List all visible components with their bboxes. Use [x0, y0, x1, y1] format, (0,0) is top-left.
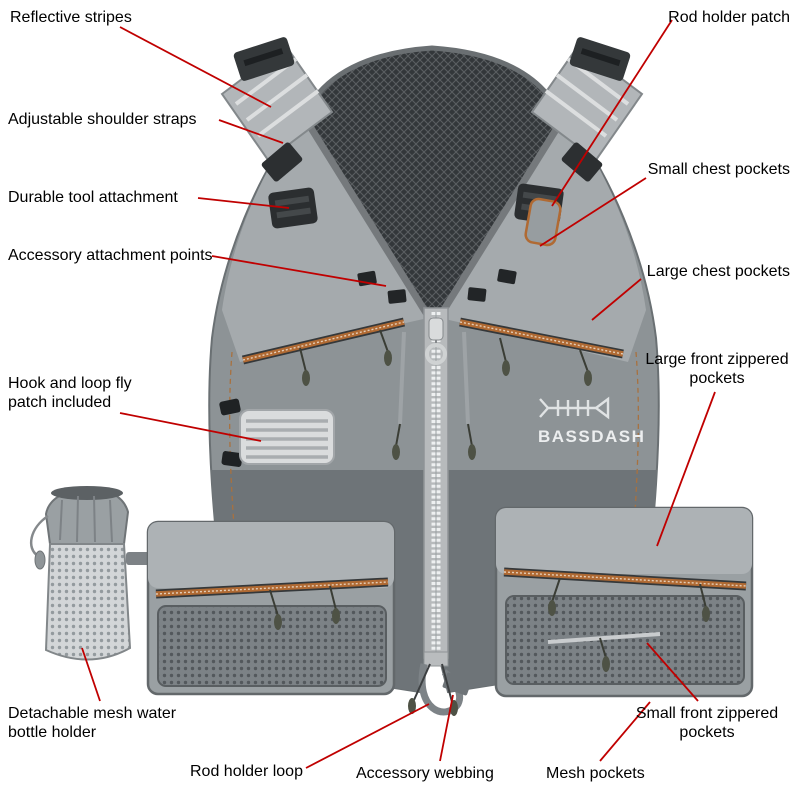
- accessory-attachment-points: [357, 268, 517, 304]
- leader-large-chest-pockets: [591, 278, 642, 321]
- left-front-pocket: [146, 520, 396, 696]
- leader-reflective-stripes: [119, 26, 272, 108]
- cord-toggle: [34, 550, 46, 570]
- reflective-stripe: [256, 89, 320, 138]
- reflective-stripe: [245, 73, 309, 122]
- left-tool-attachment: [268, 187, 318, 229]
- leader-mesh-pockets: [599, 701, 651, 762]
- callout-rod-holder-loop: Rod holder loop: [190, 763, 303, 780]
- leader-small-chest-pockets: [539, 177, 647, 247]
- water-bottle-holder: [29, 486, 150, 661]
- rod-holder-patch: [524, 197, 562, 247]
- callout-rod-holder-patch: Rod holder patch: [668, 9, 790, 26]
- callout-small-chest-pockets: Small chest pockets: [647, 161, 790, 178]
- brand-logo: BASSDASH: [538, 396, 645, 446]
- bottom-center-details: [408, 651, 472, 716]
- right-strap-triglide: [561, 142, 603, 182]
- bottle-attach-strap: [126, 552, 150, 565]
- leader-small-front-zippered-pockets: [646, 642, 699, 702]
- right-shoulder-strap: [530, 37, 644, 182]
- callout-durable-tool-attachment: Durable tool attachment: [8, 189, 178, 206]
- brand-text: BASSDASH: [538, 427, 645, 446]
- leader-hook-and-loop-fly-patch: [119, 412, 262, 442]
- callout-mesh-pockets: Mesh pockets: [546, 765, 645, 782]
- leader-rod-holder-patch: [551, 19, 673, 207]
- left-strap-triglide: [261, 142, 303, 182]
- fly-patch: [219, 398, 335, 467]
- drawstring-cord: [29, 514, 49, 558]
- main-zipper: [423, 307, 449, 659]
- right-chest-zipper: [459, 317, 624, 386]
- leader-large-front-zippered-pockets: [656, 391, 716, 547]
- right-mesh-pocket: [505, 595, 745, 685]
- small-front-zipper: [547, 632, 661, 644]
- neck-binding-left: [303, 118, 431, 318]
- right-front-pocket: [494, 506, 754, 698]
- leader-adjustable-shoulder-straps: [218, 119, 284, 144]
- reflective-stripe: [544, 89, 608, 138]
- callout-adjustable-shoulder-straps: Adjustable shoulder straps: [8, 111, 197, 128]
- left-mesh-pocket: [157, 605, 387, 687]
- callout-detachable-mesh-water-bottle-holder: Detachable mesh water bottle holder: [8, 705, 177, 742]
- callout-hook-and-loop-fly-patch: Hook and loop fly patch included: [8, 375, 132, 412]
- callout-large-chest-pockets: Large chest pockets: [646, 263, 790, 280]
- zipper-slider: [428, 317, 444, 341]
- zipper-ring-pull: [425, 343, 447, 365]
- callout-accessory-webbing: Accessory webbing: [356, 765, 494, 782]
- callout-accessory-attachment-points: Accessory attachment points: [8, 247, 213, 264]
- leader-accessory-webbing: [439, 694, 454, 762]
- reflective-stripe: [555, 73, 619, 122]
- left-strap-buckle: [233, 37, 295, 81]
- leader-rod-holder-loop: [305, 703, 430, 769]
- callout-small-front-zippered-pockets: Small front zippered pockets: [635, 705, 779, 742]
- leader-accessory-attachment-points: [211, 255, 387, 287]
- bottle-mesh-body: [44, 543, 132, 661]
- callout-leader-lines: [81, 19, 716, 769]
- right-strap-buckle: [569, 37, 631, 81]
- neck-binding-right: [437, 118, 565, 318]
- small-chest-pockets: [392, 331, 476, 460]
- accessory-webbing: [442, 672, 472, 696]
- leader-detachable-mesh-water-bottle-holder: [81, 647, 101, 702]
- callout-reflective-stripes: Reflective stripes: [10, 9, 132, 26]
- leader-durable-tool-attachment: [197, 197, 290, 209]
- callout-large-front-zippered-pockets: Large front zippered pockets: [645, 351, 789, 388]
- left-chest-zipper: [241, 317, 406, 386]
- fishbone-icon: [539, 396, 610, 420]
